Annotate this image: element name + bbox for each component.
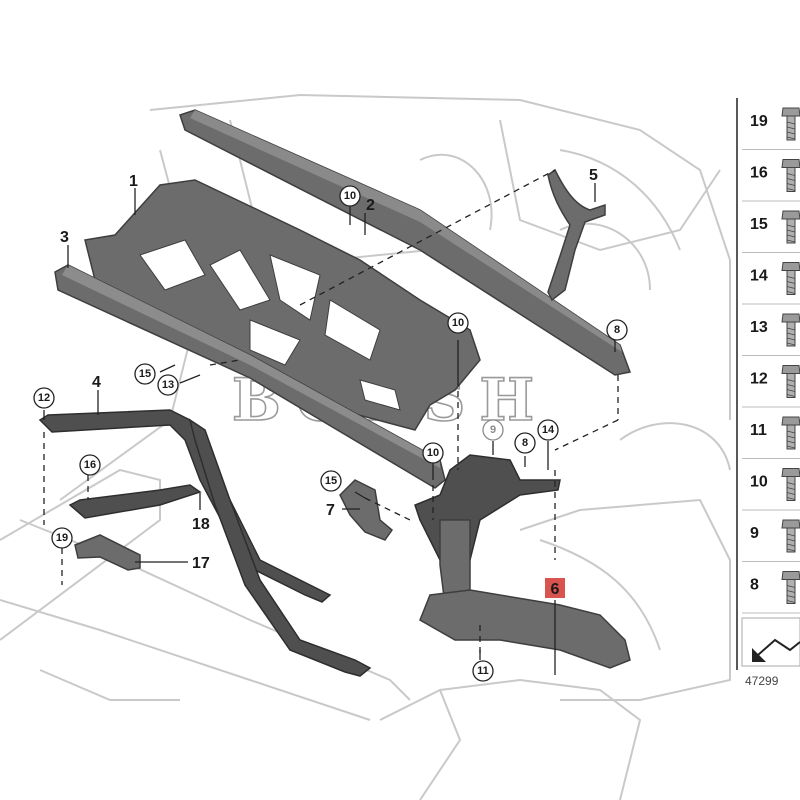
part-6-side-carrier [414,454,631,669]
part-18-lower-strut [68,484,202,519]
collar-bolt-icon [781,468,800,501]
callout-8-lower: 8 [514,432,536,454]
part-7-small-bracket [339,479,394,541]
label-part-5: 5 [589,167,598,184]
legend-number: 16 [750,165,768,182]
assembly-dashed-lines [43,169,619,655]
legend-row-14: 14 [742,262,800,305]
legend-direction-box [741,617,800,667]
svg-text:11: 11 [477,665,489,677]
svg-text:13: 13 [162,379,174,391]
svg-text:19: 19 [56,532,68,544]
svg-text:15: 15 [325,475,337,487]
circled-labels: 10 10 10 8 8 9 14 12 [33,185,628,682]
svg-text:15: 15 [139,368,151,380]
callout-19: 19 [51,527,73,549]
catalog-number: 47299 [745,674,779,688]
legend-number: 11 [750,422,767,439]
legend-number: 13 [750,319,768,336]
svg-text:8: 8 [522,437,528,449]
svg-text:10: 10 [344,190,356,202]
label-part-2: 2 [366,197,375,214]
torx-screw-icon [781,365,800,398]
legend-row-19: 19 [742,107,800,150]
part-4-strut-assembly [38,409,372,677]
legend-number: 12 [750,371,768,388]
part-1-support-panel [84,179,481,431]
legend-row-11: 11 [742,416,800,459]
callout-15-right: 15 [320,470,342,492]
legend-row-15: 15 [742,210,800,253]
clip-bolt-icon [781,210,800,244]
legend-row-16: 16 [742,159,800,202]
callout-10-top: 10 [339,185,361,207]
washer-bolt-icon [781,519,800,553]
part-2-upper-crossbar [179,109,632,376]
legend-row-8: 8 [742,571,800,614]
svg-text:16: 16 [84,459,96,471]
flange-screw-icon [781,313,800,347]
part-17-small-bracket [74,534,141,571]
callout-10-lower: 10 [422,442,444,464]
label-part-4: 4 [92,374,101,391]
short-screw-icon [781,416,800,450]
callout-8-right: 8 [606,319,628,341]
callout-14: 14 [537,419,559,441]
legend-row-10: 10 [742,468,800,511]
label-part-17: 17 [192,555,210,572]
nut-icon [781,262,800,295]
svg-text:14: 14 [542,424,555,436]
callout-11: 11 [472,660,494,682]
legend-number: 9 [750,525,759,542]
legend-number: 14 [750,268,768,285]
highlight-label-part-6: 6 [545,578,565,598]
callout-10-middle: 10 [447,312,469,334]
svg-text:10: 10 [452,317,464,329]
callout-13: 13 [157,374,179,396]
label-part-18: 18 [192,516,210,533]
arrow-icon [752,648,766,662]
plain-number-labels: 1 2 3 4 5 7 17 18 [60,167,598,572]
flange-nut-icon [781,571,800,604]
hex-bolt-icon [781,159,800,192]
label-part-7: 7 [326,502,335,519]
fastener-legend: 19 16 15 14 13 12 11 10 9 8 47299 [736,98,800,688]
part-5-brace-bracket [547,168,606,302]
svg-text:6: 6 [551,581,560,598]
svg-text:9: 9 [490,424,496,436]
callout-12: 12 [33,387,55,409]
hex-flange-bolt-icon [781,107,800,141]
label-part-3: 3 [60,229,69,246]
legend-number: 19 [750,113,768,130]
callout-9: 9 [482,419,504,441]
svg-text:10: 10 [427,447,439,459]
callout-15-left: 15 [134,363,156,385]
callout-16: 16 [79,454,101,476]
svg-text:8: 8 [614,324,620,336]
part-3-lower-crossbar [54,264,446,489]
legend-number: 8 [750,577,759,594]
legend-row-13: 13 [742,313,800,356]
label-part-1: 1 [129,173,138,190]
legend-row-12: 12 [742,365,800,408]
legend-number: 10 [750,474,768,491]
leader-lines [43,183,616,675]
legend-row-9: 9 [742,519,800,562]
legend-number: 15 [750,216,768,233]
svg-text:12: 12 [38,392,50,404]
